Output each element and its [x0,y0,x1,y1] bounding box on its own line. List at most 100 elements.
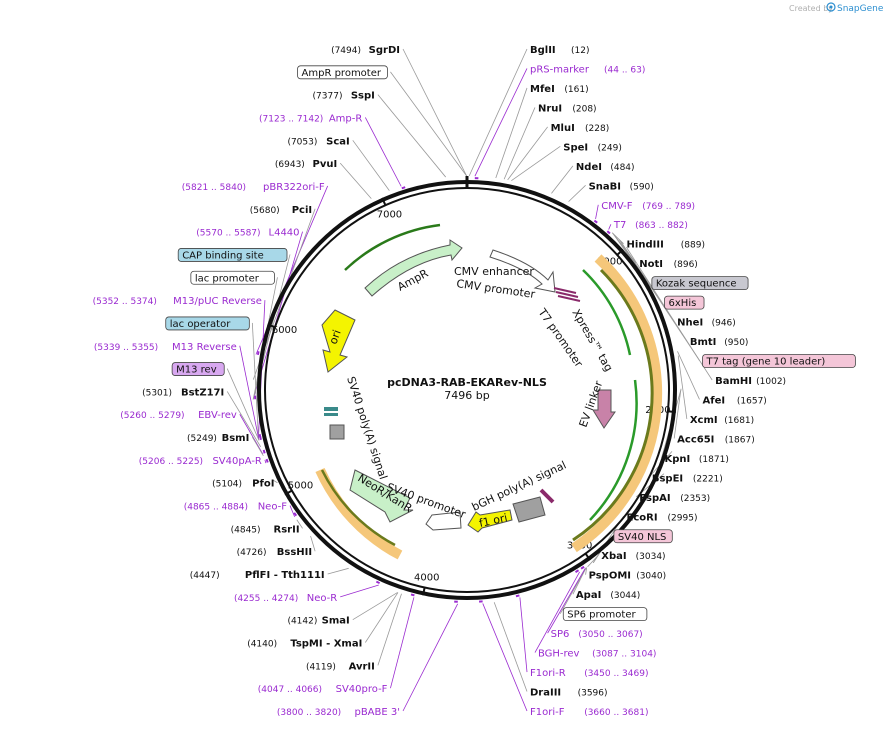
site-position: (5206 .. 5225) [139,457,203,467]
tick-label: 4000 [414,573,439,584]
leader-line [296,519,303,529]
site-name: SV40pA-R [212,456,261,467]
site-position: (2353) [680,494,710,504]
feature-tag-box [702,354,856,368]
site-position: (161) [564,85,588,95]
feature-tags-marks [553,287,581,302]
site-position: (484) [610,163,634,173]
site-name: CMV-F [601,201,632,212]
feature-sv40-promoter-arrow [425,511,462,531]
site-name: PvuI [313,159,338,170]
site-position: (3050 .. 3067) [578,630,642,640]
feature-tag-box [297,65,388,80]
feature-tag-label: SP6 promoter [567,610,636,621]
site-name: NdeI [576,162,602,173]
site-position: (44 .. 63) [604,65,645,75]
feature-tag-label: SV40 NLS [618,532,667,543]
leader-line [226,391,262,448]
leader-line [340,584,379,598]
primer-mark [265,458,269,463]
enzyme-bmti: BmtI(950) [690,337,749,348]
site-position: (7494) [331,46,361,56]
site-position: (950) [724,338,748,348]
site-name: BspEI [652,473,683,484]
site-position: (889) [681,241,705,251]
feature-tag-box [613,529,673,544]
site-position: (5260 .. 5279) [120,411,184,421]
enzyme-pvui: PvuI(6943) [275,159,337,170]
feature-ampr-arrow [364,239,463,297]
leader-line [493,602,528,692]
enzyme-draiii: DraIII(3596) [530,688,608,699]
enzyme-pfoi: PfoI(5104) [212,479,274,490]
site-position: (896) [674,260,698,270]
feature-label-ori: ori [327,328,344,346]
primer-mark [262,449,266,454]
leader-line [377,94,446,178]
feature-tag-box [171,362,225,376]
tick-mark [284,489,293,496]
brand-created-by: Created by [789,4,833,13]
site-name: T7 [613,220,626,231]
enzyme-scai: ScaI(7053) [287,136,349,147]
primer-mark [593,219,598,224]
site-position: (3034) [636,552,666,562]
enzyme-bsshii: BssHII(4726) [237,547,313,558]
site-name: BstZ17I [181,387,224,398]
tick-mark [267,323,276,329]
leader-line [364,592,399,643]
leader-line [239,414,264,455]
enzyme-hindiii: HindIII(889) [627,240,705,251]
site-position: (5680) [250,206,280,216]
enzyme-bglii: BglII(12) [530,45,589,56]
site-name: F1ori-F [530,707,565,718]
enzyme-pspomi: PspOMI(3040) [589,571,667,582]
primer-t7: T7 (863 .. 882) [613,220,688,231]
cds-arc-2 [589,379,638,521]
leader-line [226,368,260,441]
feature-label-cmv-enhancer: CMV enhancer [454,265,534,278]
site-name: AvrII [349,661,375,672]
primer-amp-r: Amp-R(7123 .. 7142) [259,113,362,124]
tick-mark [421,587,426,596]
site-name: pRS-marker [530,64,590,75]
site-position: (1657) [737,396,767,406]
site-name: SspI [351,91,375,102]
site-position: (5352 .. 5374) [93,297,157,307]
site-position: (5570 .. 5587) [196,229,260,239]
leader-line [626,246,713,381]
site-position: (7053) [287,137,317,147]
primer-bgh-rev: BGH-rev(3087 .. 3104) [538,649,656,660]
primer-mark [515,594,520,598]
feature-ori-arrow [321,309,356,373]
primer-neo-f: Neo-F(4865 .. 4884) [184,502,288,513]
site-position: (4726) [237,548,267,558]
site-name: NruI [538,103,562,114]
enzyme-sgrdi: SgrDI(7494) [331,45,400,56]
site-name: MluI [551,123,575,134]
feature-f1ori-arrow [467,509,513,533]
enzyme-fspai: FspAI(2353) [639,493,710,504]
leader-line [482,603,528,712]
leader-line [673,388,682,439]
leader-line [559,567,587,614]
site-name: SmaI [322,616,350,627]
site-name: Acc65I [677,434,714,445]
site-position: (4119) [306,662,336,672]
site-name: NheI [677,318,703,329]
cds-arc-neo [320,469,396,547]
leader-line [503,107,536,180]
site-position: (863 .. 882) [635,221,688,231]
primer-neo-r: Neo-R(4255 .. 4274) [234,593,337,604]
cds-arc-ekarev [572,268,654,542]
primer-mark [293,512,298,517]
leader-line [608,224,612,230]
enzyme-bstz17i: BstZ17I(5301) [142,387,224,398]
feature-tag-cap-binding-site: CAP binding site [177,248,288,262]
site-name: BsmI [222,433,250,444]
feature-tag-label: M13 rev [176,365,217,376]
primer-sv40pa-r: SV40pA-R (5206 .. 5225) [139,456,262,467]
primer-mark [401,186,406,190]
site-name: Amp-R [329,113,363,124]
site-name: ApaI [576,590,601,601]
